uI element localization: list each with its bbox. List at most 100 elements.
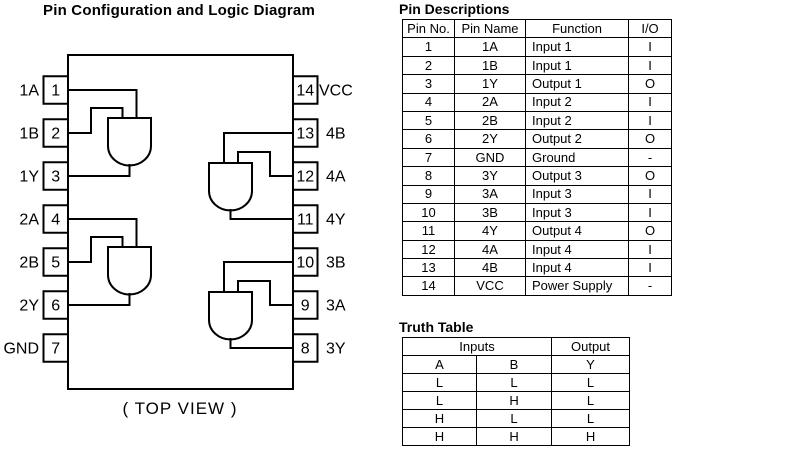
pin-descriptions-title: Pin Descriptions xyxy=(399,1,510,17)
and-gate-symbol xyxy=(208,162,253,212)
pin-box-14 xyxy=(292,75,319,105)
output-y-cell: H xyxy=(551,427,631,446)
and-gate-1 xyxy=(68,89,152,177)
pin-no-cell: 2 xyxy=(402,55,455,76)
wire xyxy=(68,107,124,134)
and-gate-symbol xyxy=(208,291,253,341)
pin-box-10 xyxy=(292,247,319,277)
pin-label: VCC xyxy=(319,83,353,100)
pin-label: 2A xyxy=(19,212,39,229)
pin-name-cell: 1Y xyxy=(454,74,526,94)
wire xyxy=(237,151,293,177)
pin-number: 3 xyxy=(51,169,60,186)
pin-name-cell: 3A xyxy=(454,184,526,204)
pin-label: 3A xyxy=(326,298,346,315)
pin-name-cell: 4A xyxy=(454,239,526,260)
pin-no-cell: 1 xyxy=(402,37,455,57)
pin-name-cell: 2Y xyxy=(454,129,526,149)
table-header-row: Pin No. Pin Name Function I/O xyxy=(402,18,672,39)
inputs-group-header: Inputs xyxy=(401,337,553,356)
pin-no-cell: 9 xyxy=(402,184,455,204)
pin-box-12 xyxy=(292,161,319,191)
wire xyxy=(68,293,131,306)
pin-number: 13 xyxy=(296,126,314,143)
wire xyxy=(68,218,138,248)
function-cell: Input 2 xyxy=(525,92,629,112)
pin-number: 7 xyxy=(51,341,60,358)
function-cell: Output 2 xyxy=(525,129,629,149)
input-b-cell: H xyxy=(475,391,553,410)
pin-no-cell: 4 xyxy=(402,92,455,112)
pin-name-cell: 4Y xyxy=(454,221,526,241)
pin-number: 1 xyxy=(51,83,60,100)
function-cell: Power Supply xyxy=(525,276,629,296)
column-header: A xyxy=(402,355,477,374)
pin-box-5 xyxy=(42,247,69,277)
pin-number: 8 xyxy=(301,341,310,358)
pin-number: 5 xyxy=(51,255,60,272)
pin-no-cell: 10 xyxy=(402,202,455,223)
pin-name-cell: 1B xyxy=(454,55,526,76)
ic-body xyxy=(67,54,294,390)
pin-label: 4A xyxy=(326,169,346,186)
wire xyxy=(68,164,131,177)
column-header: Pin Name xyxy=(454,18,526,39)
pin-box-9 xyxy=(292,290,319,320)
pin-name-cell: 3B xyxy=(454,202,526,223)
pin-number: 6 xyxy=(51,298,60,315)
pin-name-cell: 2B xyxy=(454,110,526,131)
right-pins: 14 VCC 13 4B 12 4A 11 4Y 10 3B 9 3A 8 3Y xyxy=(292,75,353,363)
and-gate-3 xyxy=(208,261,293,349)
pin-no-cell: 13 xyxy=(402,258,455,278)
column-header: B xyxy=(475,355,553,374)
pin-name-cell: VCC xyxy=(454,276,526,296)
pin-label: 3Y xyxy=(326,341,346,358)
pin-no-cell: 3 xyxy=(402,74,455,94)
output-group-header: Output xyxy=(551,337,631,356)
io-cell: I xyxy=(628,239,672,260)
io-cell: I xyxy=(628,110,672,131)
top-view-label: ( TOP VIEW ) xyxy=(123,399,238,418)
function-cell: Input 1 xyxy=(525,55,629,76)
input-a-cell: L xyxy=(402,391,477,410)
pin-label: 3B xyxy=(326,255,346,272)
wire xyxy=(229,338,293,349)
output-y-cell: L xyxy=(551,373,631,392)
pin-number: 9 xyxy=(301,298,310,315)
function-cell: Output 3 xyxy=(525,166,629,186)
io-cell: I xyxy=(628,258,672,278)
pin-no-cell: 7 xyxy=(402,147,455,168)
io-cell: I xyxy=(628,184,672,204)
pin-no-cell: 12 xyxy=(402,239,455,260)
wire xyxy=(229,209,293,220)
io-cell: O xyxy=(628,74,672,94)
io-cell: O xyxy=(628,221,672,241)
pin-box-11 xyxy=(292,204,319,234)
pin-label: 4B xyxy=(326,126,346,143)
pin-name-cell: GND xyxy=(454,147,526,168)
wire xyxy=(68,236,124,263)
and-gate-2 xyxy=(68,218,152,306)
pin-number: 12 xyxy=(296,169,314,186)
function-cell: Input 2 xyxy=(525,110,629,131)
function-cell: Output 4 xyxy=(525,221,629,241)
io-cell: I xyxy=(628,55,672,76)
pin-label: 4Y xyxy=(326,212,346,229)
pin-number: 10 xyxy=(296,255,314,272)
input-a-cell: H xyxy=(402,409,477,428)
pin-label: 1B xyxy=(19,126,39,143)
wire xyxy=(223,132,293,164)
input-a-cell: L xyxy=(402,373,477,392)
pin-box-3 xyxy=(42,161,69,191)
output-y-cell: L xyxy=(551,391,631,410)
column-header: Y xyxy=(551,355,631,374)
